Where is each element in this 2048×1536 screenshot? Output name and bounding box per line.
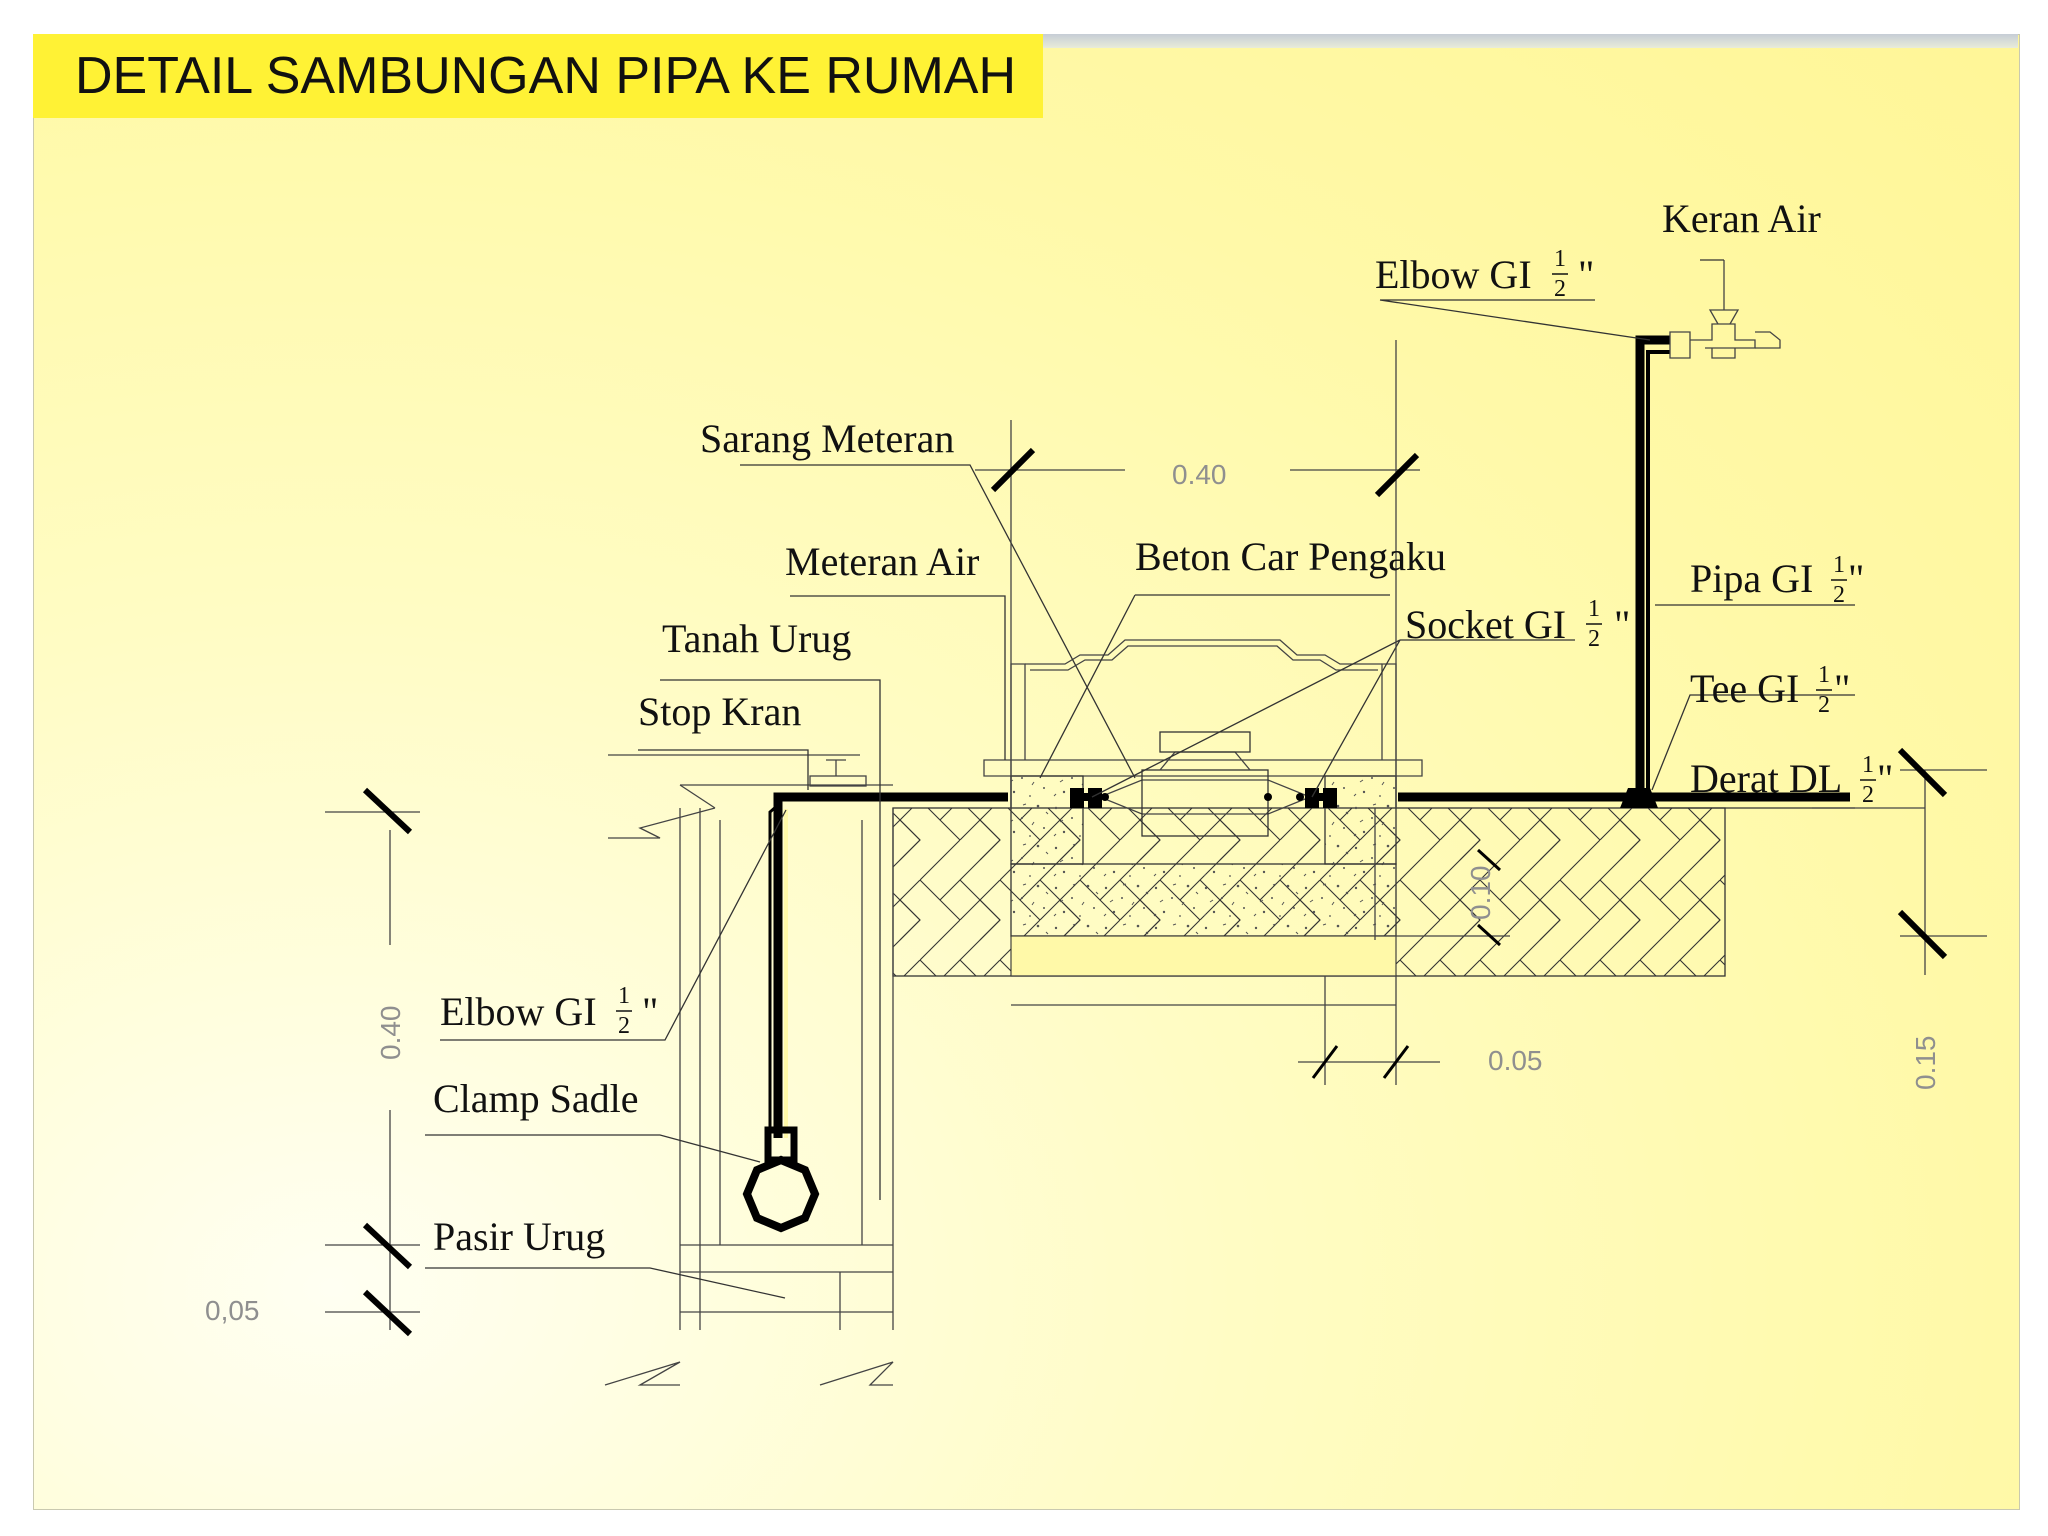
svg-text:": "	[642, 989, 658, 1034]
dim-left-depth: 0.40	[375, 1006, 406, 1061]
svg-text:1: 1	[1833, 552, 1845, 578]
label-pipa-gi: Pipa GI	[1690, 556, 1813, 601]
dim-meter-box-width: 0.40	[1172, 459, 1227, 490]
label-sarang-meteran: Sarang Meteran	[700, 416, 954, 461]
svg-text:": "	[1848, 556, 1864, 601]
dimension-ticks	[362, 447, 1948, 1337]
svg-text:": "	[1877, 756, 1893, 801]
service-pipe	[768, 335, 1850, 1138]
label-derat-dl: Derat DL	[1690, 756, 1842, 801]
top-accent-bar	[1040, 34, 2018, 48]
svg-text:1: 1	[1554, 246, 1566, 272]
label-clamp-sadle: Clamp Sadle	[433, 1076, 639, 1121]
trench-walls	[604, 754, 894, 1386]
faucet	[1669, 260, 1781, 359]
label-stop-kran: Stop Kran	[638, 689, 801, 734]
svg-text:2: 2	[1554, 276, 1566, 302]
svg-text:": "	[1834, 666, 1850, 711]
label-socket-gi: Socket GI	[1405, 602, 1566, 647]
label-elbow-left: Elbow GI	[440, 989, 597, 1034]
label-beton-car-pengaku: Beton Car Pengaku	[1135, 534, 1446, 579]
svg-text:": "	[1578, 252, 1594, 297]
title-banner: DETAIL SAMBUNGAN PIPA KE RUMAH	[33, 34, 1043, 118]
slide-background	[33, 34, 2020, 1510]
label-meteran-air: Meteran Air	[785, 539, 979, 584]
label-tee-gi: Tee GI	[1690, 666, 1799, 711]
svg-text:": "	[1614, 602, 1630, 647]
dim-box-depth: 0.10	[1465, 866, 1496, 921]
label-elbow-top: Elbow GI	[1375, 252, 1532, 297]
component-labels: Keran Air Elbow GI 1 2 " Sarang Meteran …	[433, 196, 1893, 1259]
dim-wall-thickness: 0.05	[1488, 1045, 1543, 1076]
pipe-sockets	[1070, 788, 1658, 808]
svg-text:1: 1	[618, 983, 630, 1009]
svg-text:2: 2	[1818, 692, 1830, 718]
svg-text:2: 2	[1862, 782, 1874, 808]
svg-text:2: 2	[1833, 582, 1845, 608]
svg-text:2: 2	[1588, 626, 1600, 652]
svg-text:2: 2	[618, 1013, 630, 1039]
leader-lines	[425, 259, 1855, 1299]
label-pasir-urug: Pasir Urug	[433, 1214, 605, 1259]
clamp-saddle	[742, 1126, 820, 1233]
label-tanah-urug: Tanah Urug	[662, 616, 851, 661]
concrete-base	[1010, 863, 1397, 977]
svg-text:1: 1	[1862, 752, 1874, 778]
dim-left-bottom: 0,05	[205, 1295, 260, 1326]
diagram-title: DETAIL SAMBUNGAN PIPA KE RUMAH	[75, 47, 1017, 105]
dimension-lines	[325, 340, 1987, 1330]
svg-text:1: 1	[1818, 662, 1830, 688]
stop-valve	[809, 759, 867, 787]
svg-text:1: 1	[1588, 596, 1600, 622]
label-keran-air: Keran Air	[1662, 196, 1821, 241]
dimension-labels: 0.40 0.40 0,05 0.10 0.05 0.15	[205, 459, 1941, 1326]
dim-right-depth: 0.15	[1910, 1036, 1941, 1091]
